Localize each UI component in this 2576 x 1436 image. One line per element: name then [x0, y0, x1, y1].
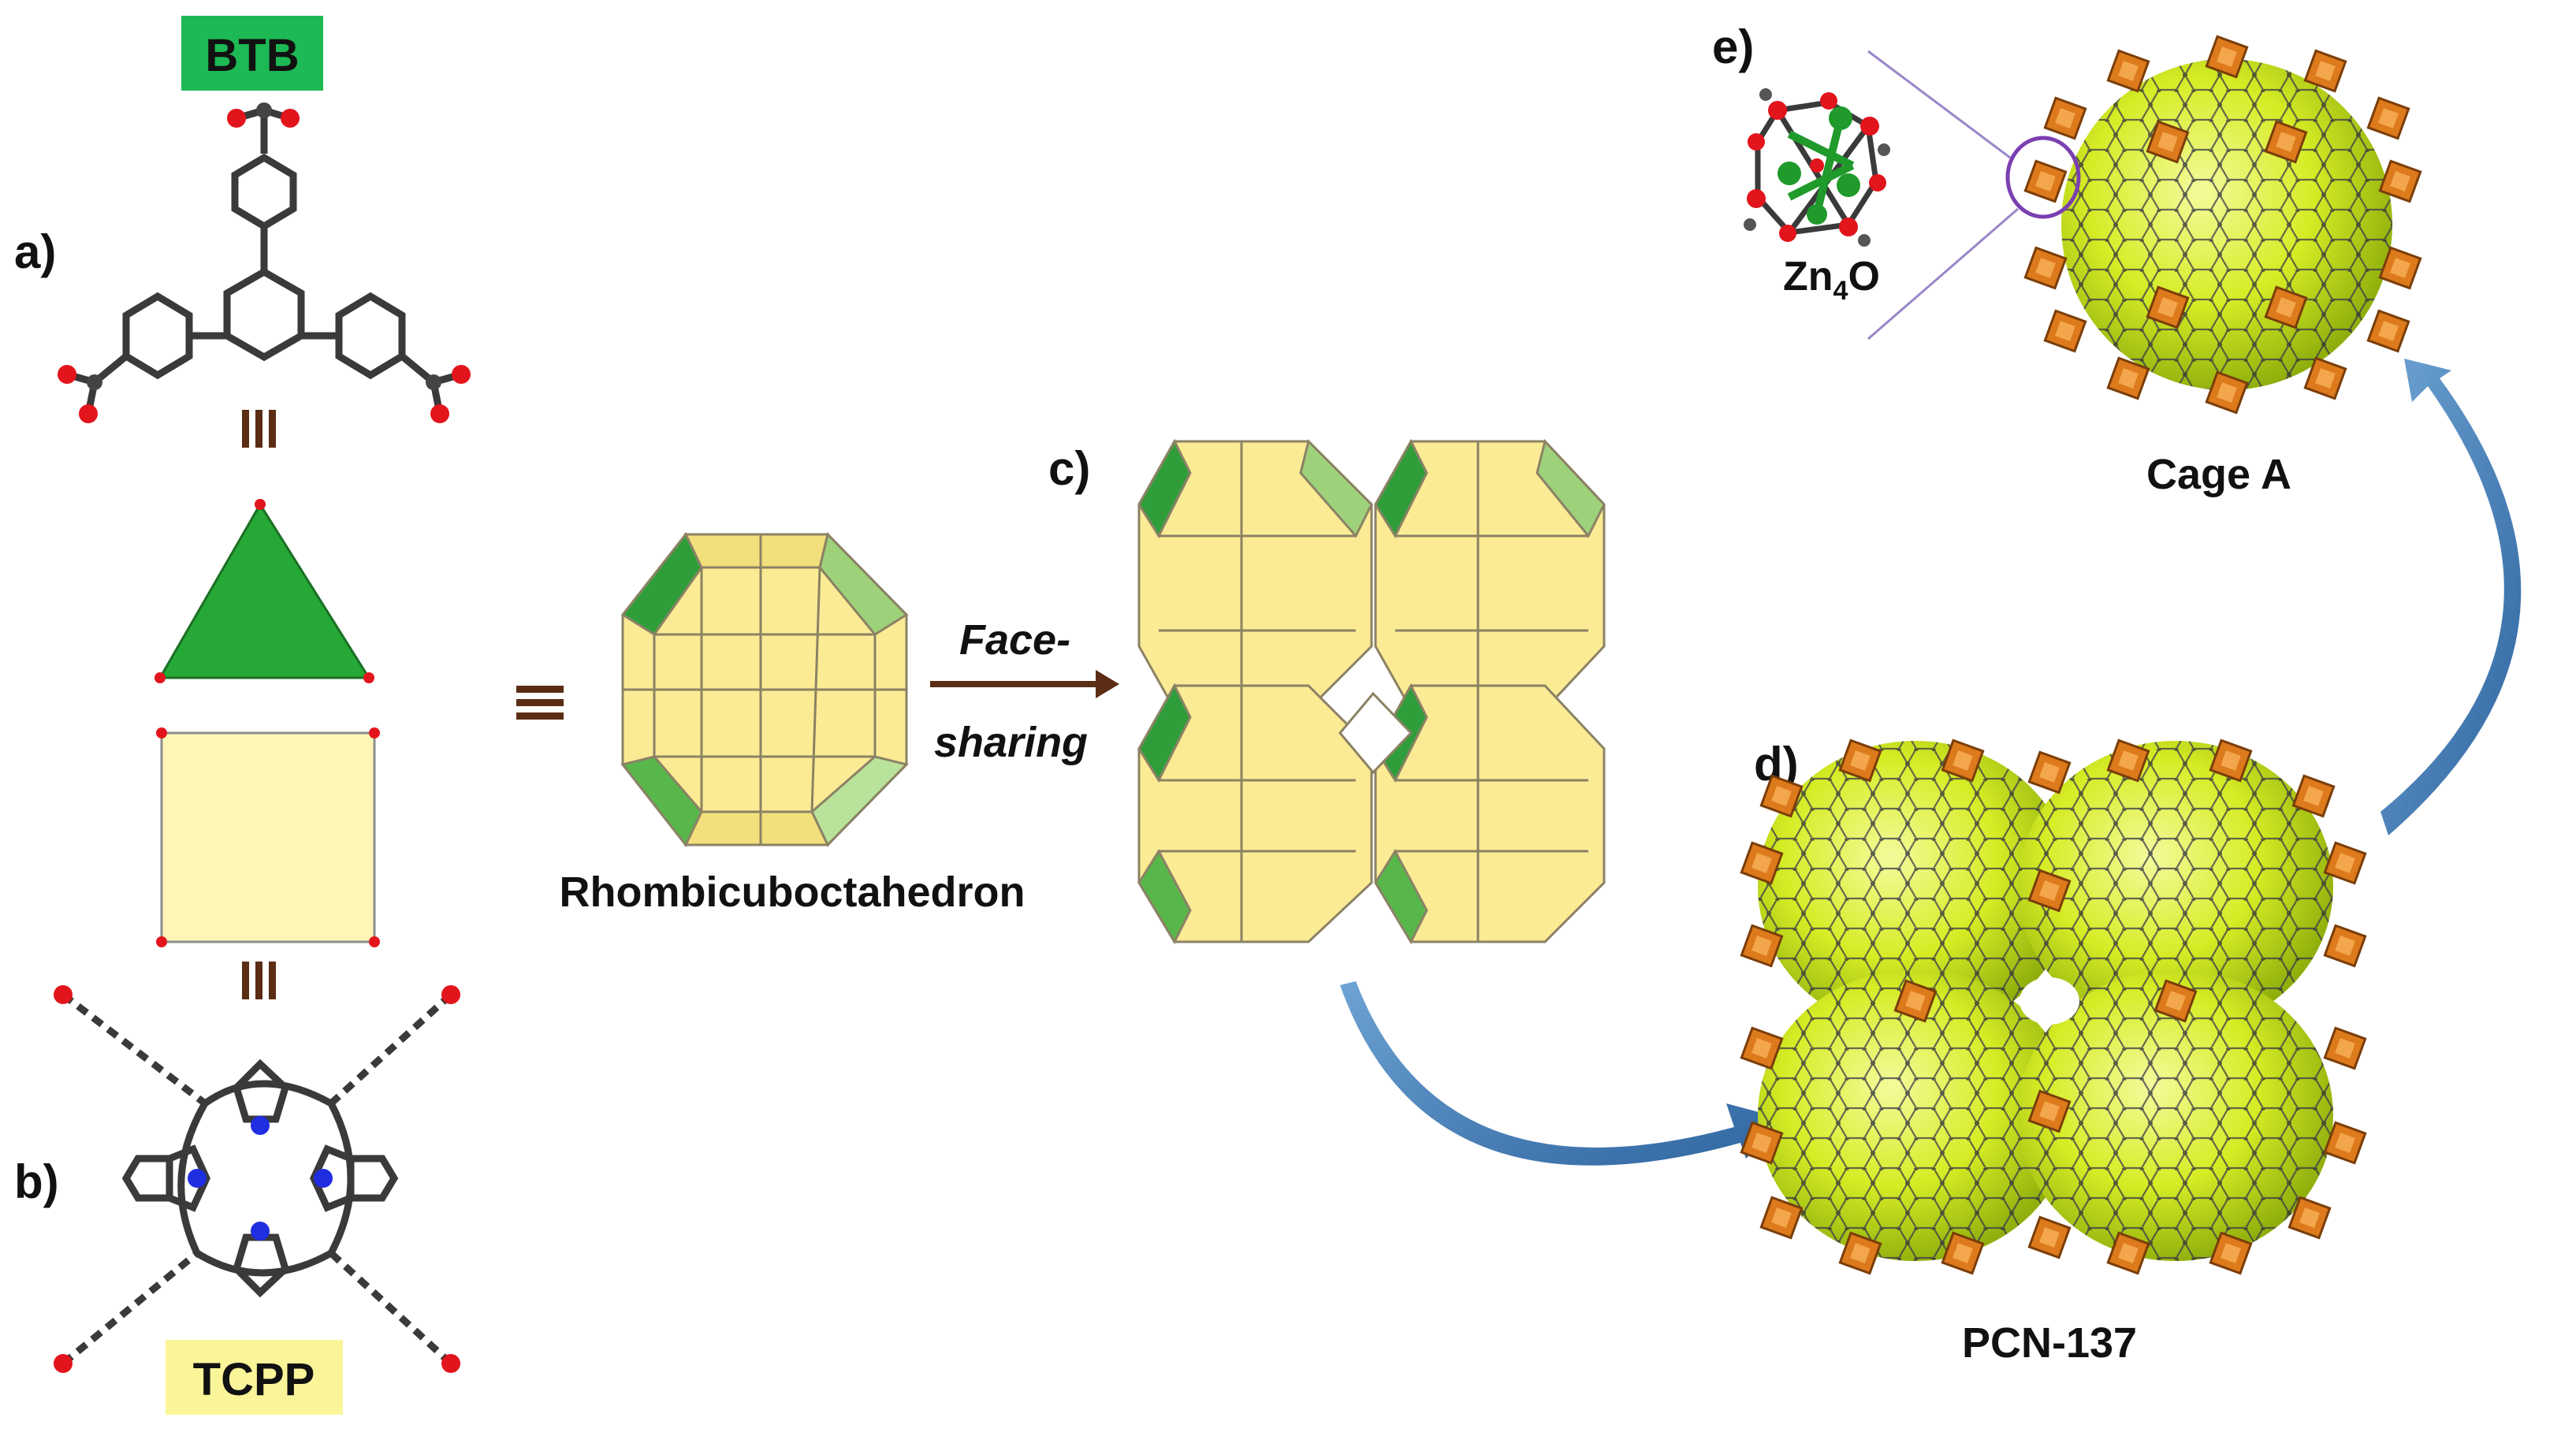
tcpp-badge: TCPP — [166, 1340, 343, 1415]
zn4o-label-main: Zn — [1783, 254, 1833, 299]
cage-a — [2005, 35, 2422, 415]
polyhedron-tl — [1137, 438, 1373, 711]
zn4o-label: Zn4O — [1783, 254, 1880, 306]
equivalence-bars-middle — [516, 686, 564, 720]
pcn-cage-tl — [1758, 741, 2073, 1032]
polyhedron-tr — [1374, 438, 1606, 711]
pcn-cage-tr — [2018, 741, 2333, 1032]
rhombicuboctahedron — [620, 532, 909, 847]
arrow-d-to-e — [2381, 359, 2522, 835]
panel-label-e: e) — [1712, 20, 1754, 73]
btb-atoms — [58, 102, 471, 423]
pcn-cage-br — [2018, 969, 2333, 1261]
arrow-c-to-d — [1340, 981, 1785, 1166]
cage-a-label: Cage A — [2146, 451, 2291, 498]
zoom-circle — [2005, 136, 2081, 219]
central-void — [1338, 691, 1413, 775]
btb-molecule — [65, 106, 463, 415]
equivalence-bars-bottom — [242, 962, 276, 999]
face-sharing-arrow — [930, 670, 1119, 698]
triangle-node — [154, 499, 374, 683]
polyhedron-br — [1374, 683, 1606, 945]
zn4o-cluster — [1744, 88, 1890, 247]
zoom-lines — [1867, 50, 2019, 340]
tcpp-badge-label: TCPP — [193, 1354, 315, 1405]
tcpp-atoms — [54, 985, 460, 1373]
tcpp-molecule — [61, 991, 454, 1367]
pcn-central-void — [2019, 977, 2079, 1025]
pcn-137-label: PCN-137 — [1962, 1319, 2137, 1367]
panel-label-c: c) — [1048, 442, 1090, 495]
panel-label-b: b) — [14, 1155, 59, 1208]
face-sharing-label-line2: sharing — [934, 719, 1088, 766]
pcn-cage-bl — [1758, 969, 2073, 1261]
square-node — [156, 727, 380, 947]
pcn-137-structure — [1740, 738, 2367, 1275]
polyhedra-network — [1137, 438, 1606, 945]
zn4o-label-tail: O — [1848, 254, 1879, 299]
zn4o-label-sub: 4 — [1833, 276, 1848, 306]
btb-badge: BTB — [181, 16, 323, 91]
rhombicuboctahedron-label: Rhombicuboctahedron — [560, 869, 1026, 916]
btb-badge-label: BTB — [205, 30, 299, 81]
panel-label-a: a) — [14, 225, 56, 278]
polyhedron-bl — [1137, 683, 1373, 945]
face-sharing-label-line1: Face- — [959, 616, 1070, 664]
equivalence-bars-top — [242, 410, 276, 448]
